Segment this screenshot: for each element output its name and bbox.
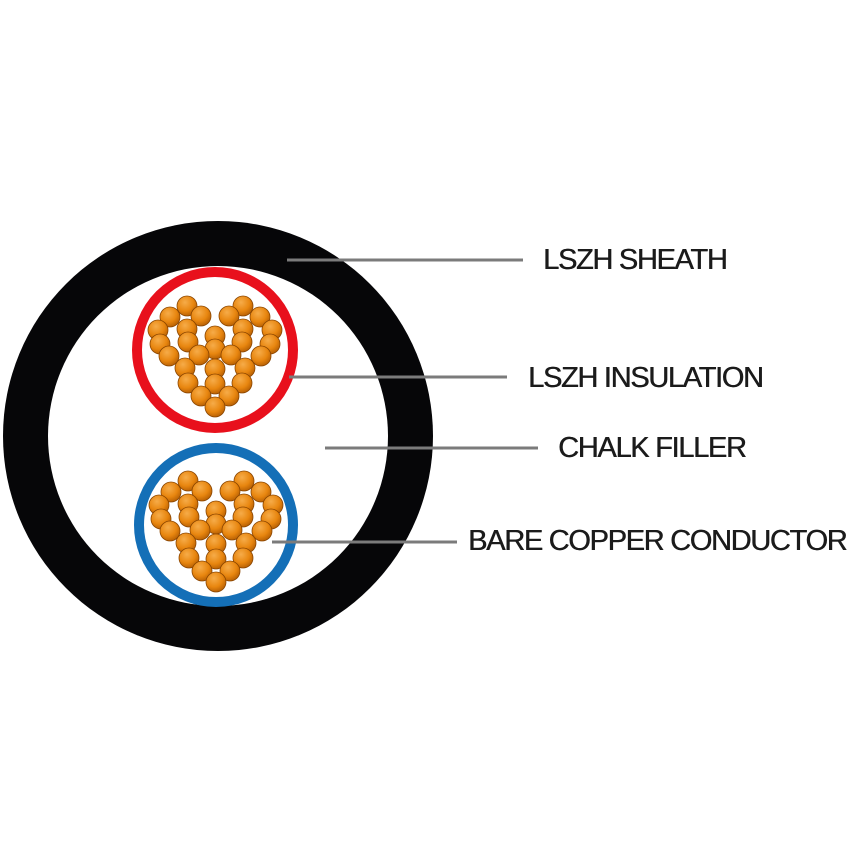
- label-lszh-insulation: LSZH INSULATION: [528, 362, 764, 394]
- copper-strand: [218, 305, 240, 327]
- copper-strand: [220, 344, 242, 366]
- label-lszh-sheath: LSZH SHEATH: [543, 244, 728, 276]
- copper-strand: [178, 547, 200, 569]
- copper-strand: [250, 345, 272, 367]
- copper-strand: [204, 396, 226, 418]
- copper-strand: [250, 481, 272, 503]
- copper-strand: [191, 560, 213, 582]
- copper-strand: [219, 560, 241, 582]
- copper-strand: [231, 372, 253, 394]
- copper-strand: [189, 519, 211, 541]
- copper-strand: [204, 373, 226, 395]
- copper-strand: [221, 519, 243, 541]
- copper-strand: [159, 306, 181, 328]
- copper-strand: [190, 305, 212, 327]
- copper-strand: [158, 345, 180, 367]
- copper-strand: [251, 520, 273, 542]
- copper-strand: [188, 344, 210, 366]
- copper-strand: [177, 372, 199, 394]
- copper-strand: [219, 480, 241, 502]
- copper-strand: [160, 481, 182, 503]
- copper-strand: [205, 571, 227, 593]
- copper-strand: [218, 385, 240, 407]
- label-chalk-filler: CHALK FILLER: [558, 432, 747, 464]
- copper-strand: [249, 306, 271, 328]
- copper-strand: [190, 385, 212, 407]
- copper-strand-bundle-bottom: [148, 470, 284, 593]
- copper-strand: [232, 547, 254, 569]
- copper-strand-bundle-top: [147, 295, 283, 418]
- copper-strand: [159, 520, 181, 542]
- label-bare-copper-conductor: BARE COPPER CONDUCTOR: [468, 525, 848, 557]
- copper-strand: [205, 548, 227, 570]
- copper-strand: [191, 480, 213, 502]
